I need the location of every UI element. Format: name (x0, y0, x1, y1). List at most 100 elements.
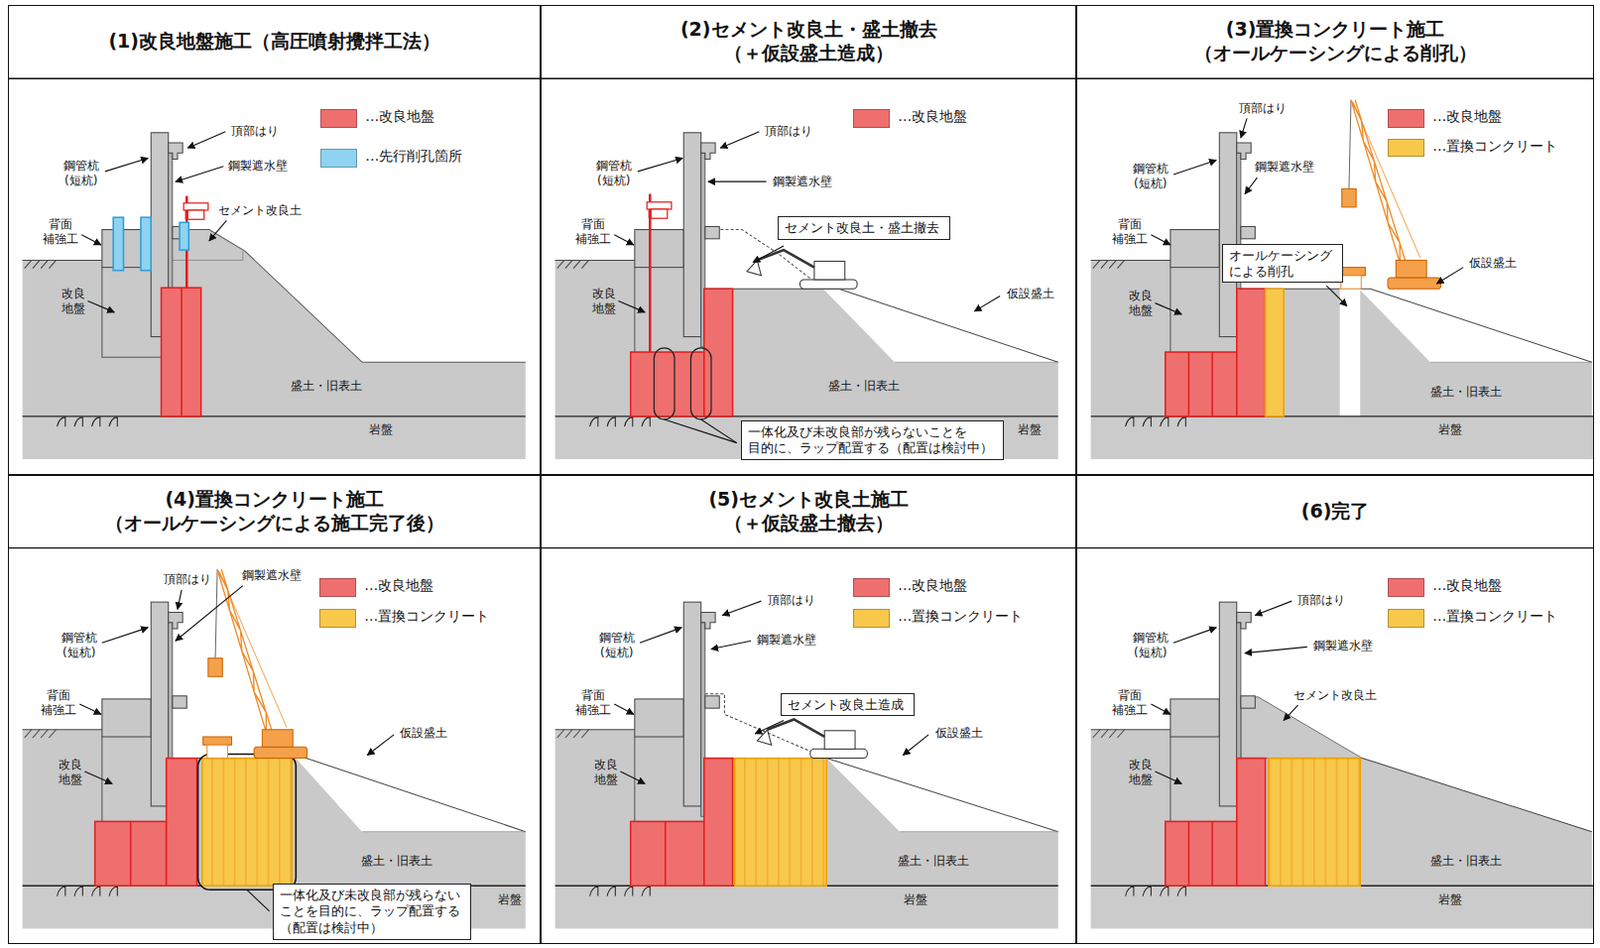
part-label: 鋼製遮水壁 (1252, 159, 1317, 175)
panel-heading: (5)セメント改良土施工 （＋仮設盛土撤去） (706, 488, 911, 536)
step1-section (22, 132, 526, 460)
step3-section (1091, 100, 1595, 460)
art-line (1188, 352, 1191, 417)
part-label: 改良 地盤 (592, 757, 620, 788)
art-line (754, 721, 784, 735)
part-label: セメント改良土 (1291, 688, 1379, 704)
art-line (209, 220, 227, 242)
art-line (84, 771, 113, 784)
part-label: 鋼管杭 (短杭) (61, 158, 102, 189)
part-label: 鋼管杭 (短杭) (594, 158, 634, 189)
part-label: 改良 地盤 (1126, 288, 1155, 319)
step5-section (555, 602, 1059, 929)
callout-box: セメント改良土・盛土撤去 (777, 216, 951, 241)
art-line (1244, 177, 1257, 194)
art-use (183, 203, 209, 220)
callout-text: 一体化及び未改良部が残らない ことを目的に、ラップ配置する （配置は検討中） (279, 887, 465, 937)
callout-text: セメント改良土造成 (787, 697, 908, 714)
art-rect (1268, 758, 1361, 887)
art-rect (179, 222, 189, 250)
art-line (1173, 160, 1217, 175)
art-g (630, 758, 734, 887)
leader-lines (79, 118, 1464, 912)
part-label: 頂部はり (1236, 101, 1289, 117)
art-line (362, 831, 526, 833)
legend-text: …置換コンクリート (897, 608, 1027, 626)
part-label: 鋼製遮水壁 (770, 174, 835, 190)
art-rect (166, 758, 198, 887)
art-use (555, 132, 1059, 460)
art-rect (1165, 352, 1237, 417)
art-rect (630, 821, 705, 886)
part-label: 盛土・旧表土 (288, 378, 365, 394)
part-label: 岩盤 (1015, 422, 1044, 438)
step2-section (555, 132, 1059, 460)
legend-swatch (320, 109, 358, 128)
part-label: 盛土・旧表土 (1428, 854, 1504, 869)
art-line (1173, 627, 1217, 643)
legend-text: …置換コンクリート (1432, 608, 1562, 626)
legend-text: …改良地盤 (1432, 577, 1506, 596)
art-line (614, 235, 634, 246)
art-use (646, 202, 672, 219)
art-line (722, 601, 761, 616)
art-line (246, 889, 270, 912)
legend-text: …改良地盤 (365, 108, 439, 126)
art-line (637, 158, 683, 172)
note-box: 一体化及び未改良部が残らない ことを目的に、ラップ配置する （配置は検討中） (272, 883, 472, 941)
art-line (87, 301, 115, 313)
art-line (1254, 601, 1292, 616)
art-rect (630, 352, 705, 417)
art-line (1430, 362, 1593, 364)
part-label: 頂部はり (161, 572, 214, 588)
legend-swatch (1387, 609, 1425, 628)
part-label: 仮設盛土 (1004, 286, 1057, 302)
legend-swatch (853, 109, 890, 128)
art-line (175, 166, 224, 182)
part-label: 盛土・旧表土 (826, 378, 902, 394)
art-line (617, 301, 645, 313)
art-line (1326, 285, 1348, 307)
legend-text: …置換コンクリート (364, 608, 493, 626)
art-line (81, 235, 102, 246)
part-label: 改良 地盤 (590, 286, 618, 317)
art-rect (1340, 288, 1361, 417)
art-line (1188, 821, 1191, 886)
legend-swatch (319, 609, 357, 628)
art-g (630, 288, 734, 417)
art-rect (95, 821, 167, 886)
art-g (653, 348, 712, 420)
part-label: 鋼製遮水壁 (240, 568, 304, 584)
art-line (1436, 267, 1464, 284)
art-g (95, 758, 198, 887)
art-line (639, 627, 682, 643)
legend-swatch (319, 578, 357, 598)
panel-heading: (4)置換コンクリート施工 （オールケーシングによる施工完了後） (103, 488, 447, 536)
part-label: 盛土・旧表土 (895, 854, 972, 869)
callout-text: オールケーシング による削孔 (1229, 247, 1337, 279)
art-line (79, 704, 102, 715)
part-label: 仮設盛土 (1467, 255, 1519, 271)
art-line (902, 735, 929, 756)
legend-text: …改良地盤 (364, 577, 438, 596)
legend-text: …置換コンクリート (1432, 137, 1562, 156)
callout-text: 一体化及び未改良部が残らないことを 目的に、ラップ配置する（配置は検討中） (747, 424, 997, 458)
step6-section (1091, 602, 1595, 929)
art-use (22, 132, 526, 460)
art-line (1244, 646, 1308, 653)
art-polyline (172, 230, 526, 364)
art-rect (1236, 758, 1266, 887)
art-line (1283, 705, 1298, 721)
art-use (555, 602, 1059, 929)
panel-heading: (3)置換コンクリート施工 （オールケーシングによる削孔） (1192, 17, 1479, 66)
art-polygon (1240, 697, 1362, 759)
art-line (1211, 821, 1214, 886)
part-label: 鋼製遮水壁 (1311, 638, 1375, 654)
part-label: 背面 補強工 (1109, 217, 1150, 247)
art-line (720, 131, 759, 148)
art-line (1154, 771, 1182, 784)
art-line (752, 246, 784, 262)
art-rect (1165, 821, 1237, 886)
legend-text: …改良地盤 (897, 577, 972, 596)
art-rect (113, 217, 124, 271)
